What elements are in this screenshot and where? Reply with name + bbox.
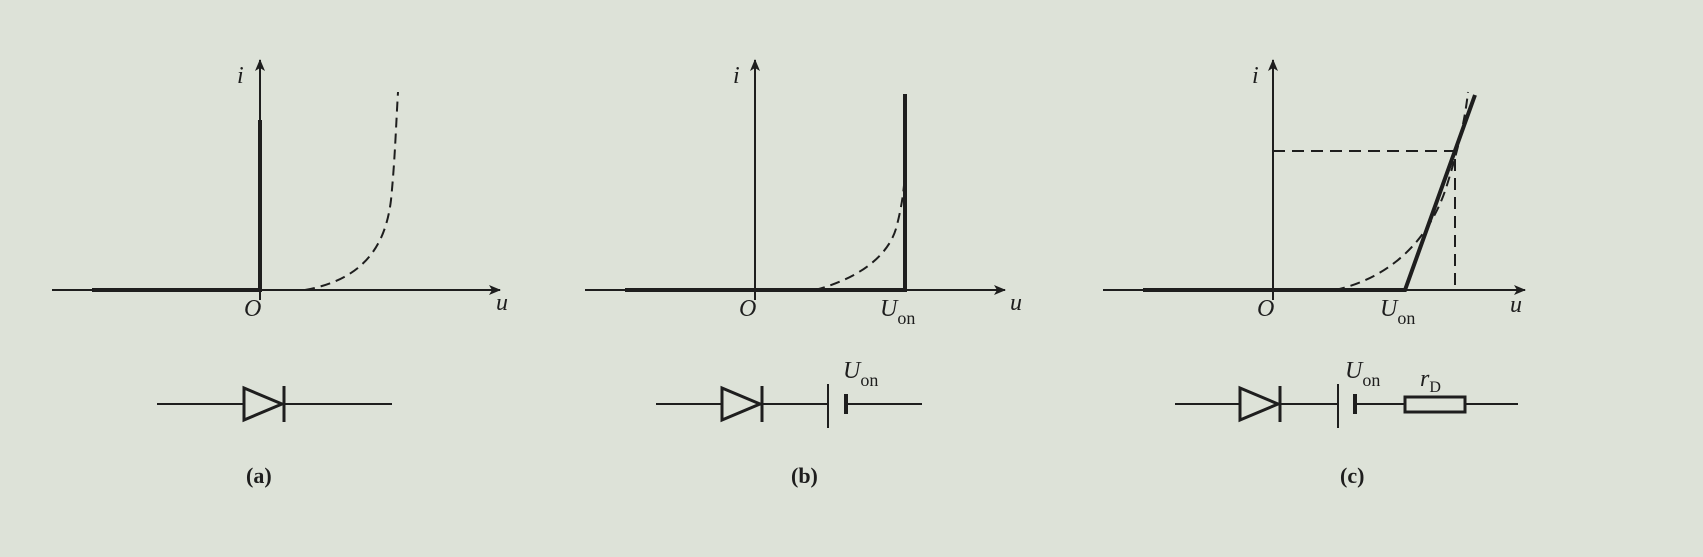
u-axis-label: u xyxy=(1510,292,1522,318)
origin-label: O xyxy=(244,296,261,322)
i-axis-label: i xyxy=(1252,63,1259,89)
constant-voltage-characteristic xyxy=(625,94,907,292)
piecewise-linear-characteristic xyxy=(1143,94,1477,292)
ideal-characteristic-line xyxy=(92,120,262,292)
diode-symbol xyxy=(157,385,392,423)
actual-characteristic-curve xyxy=(1334,91,1469,291)
caption-b: (b) xyxy=(791,463,818,488)
i-axis-label: i xyxy=(237,63,244,89)
operating-point-projection xyxy=(1273,150,1456,290)
resistor-symbol xyxy=(1403,395,1467,414)
diode-source-resistor-circuit xyxy=(1175,384,1518,428)
u-axis-label: u xyxy=(1010,290,1022,316)
threshold-voltage-label: Uon xyxy=(880,296,915,328)
i-axis-label: i xyxy=(733,63,740,89)
diode-symbol xyxy=(1238,385,1282,423)
u-axis-label: u xyxy=(496,290,508,316)
actual-characteristic-curve xyxy=(304,91,399,291)
diode-with-source-circuit xyxy=(656,384,922,428)
actual-characteristic-curve xyxy=(814,171,906,291)
caption-a: (a) xyxy=(246,463,272,488)
panel-a: i u O (a) xyxy=(52,59,508,488)
panel-c: i u O Uon Uon rD (c) xyxy=(1103,59,1526,488)
caption-c: (c) xyxy=(1340,463,1364,488)
source-voltage-label: Uon xyxy=(843,358,878,390)
resistance-label: rD xyxy=(1420,366,1441,396)
origin-label: O xyxy=(1257,296,1274,322)
source-voltage-label: Uon xyxy=(1345,358,1380,390)
origin-label: O xyxy=(739,296,756,322)
diode-symbol xyxy=(720,385,764,423)
threshold-voltage-label: Uon xyxy=(1380,296,1415,328)
panel-b: i u O Uon Uon (b) xyxy=(585,59,1022,488)
